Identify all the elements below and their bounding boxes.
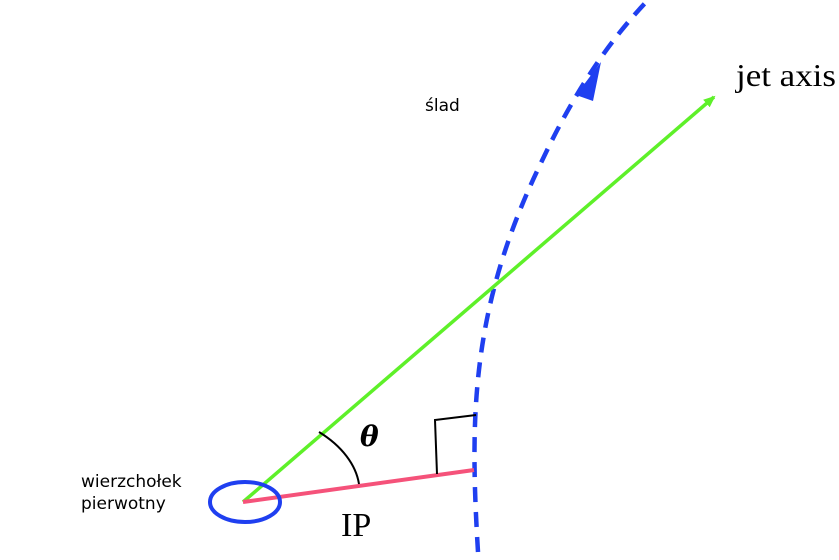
track-curve bbox=[472, 0, 650, 553]
primary-vertex-ellipse bbox=[208, 480, 282, 524]
jet-axis-line bbox=[241, 95, 716, 504]
track-arrowhead bbox=[576, 62, 601, 101]
theta-label: θ bbox=[360, 420, 379, 453]
right-angle-marker bbox=[433, 414, 477, 475]
impact-parameter-line bbox=[242, 468, 475, 504]
impact-parameter-label: IP bbox=[341, 507, 371, 544]
angle-arc bbox=[318, 431, 360, 485]
primary-vertex-label-line1: wierzchołek bbox=[81, 472, 182, 492]
jet-axis-label: jet axis bbox=[735, 57, 836, 93]
primary-vertex-label-line2: pierwotny bbox=[81, 494, 166, 514]
track-label: ślad bbox=[425, 96, 460, 116]
